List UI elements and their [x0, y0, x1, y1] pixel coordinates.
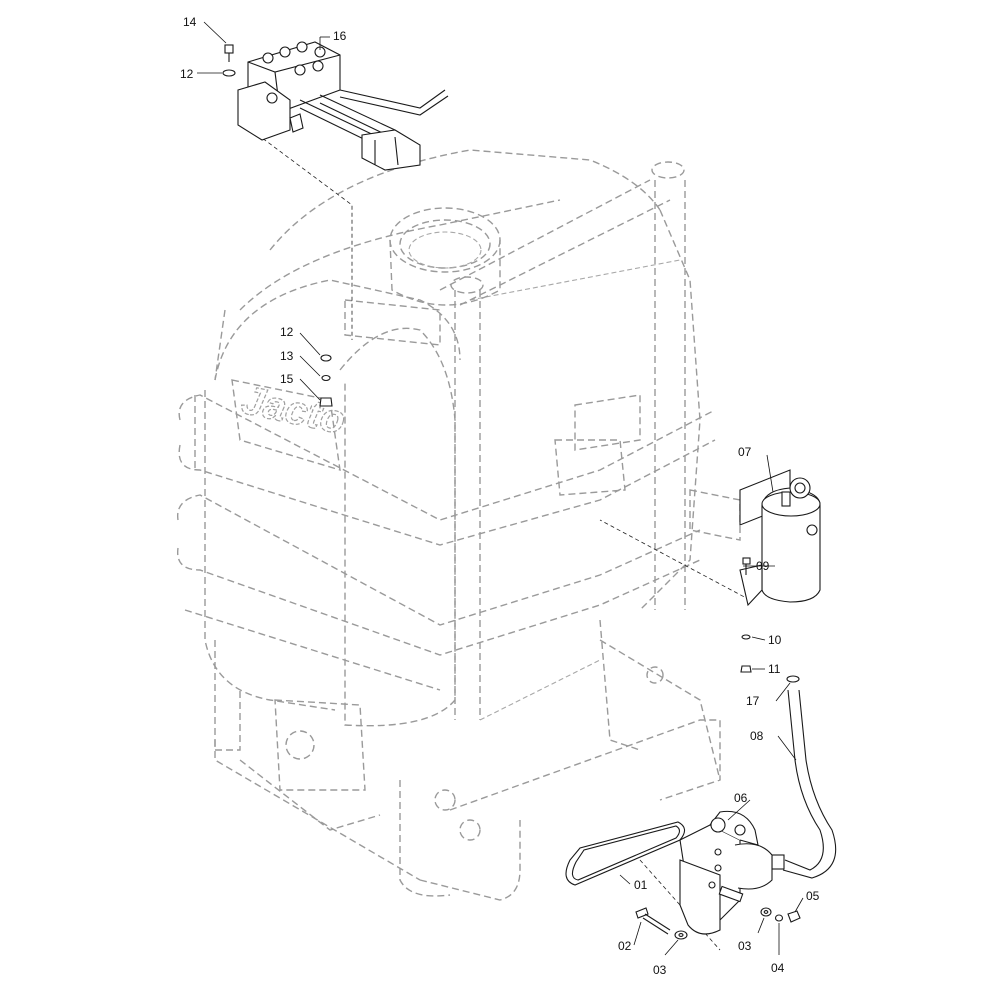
- reservoir-part-07[interactable]: [739, 469, 821, 607]
- callout-01: 01: [634, 878, 648, 892]
- callout-labels: 14 12 16 12 13 15 07 09 10 11 17 08 06 0…: [180, 15, 820, 977]
- callout-16: 16: [333, 29, 347, 43]
- nut-part-11[interactable]: [740, 665, 752, 673]
- callout-07: 07: [738, 445, 752, 459]
- callout-10: 10: [768, 633, 782, 647]
- callout-12-mid: 12: [280, 325, 294, 339]
- callout-04: 04: [771, 961, 785, 975]
- callout-13: 13: [280, 349, 294, 363]
- callout-09: 09: [756, 559, 770, 573]
- callout-leaders: [197, 21, 804, 956]
- washer-part-03-left[interactable]: [674, 930, 688, 940]
- callout-12-top: 12: [180, 67, 194, 81]
- brand-logo: Jacto: [238, 378, 349, 443]
- bolt-part-14[interactable]: [224, 44, 234, 62]
- callout-06: 06: [734, 791, 748, 805]
- callout-11: 11: [768, 662, 781, 676]
- lock-washer-part-04[interactable]: [774, 914, 784, 922]
- callout-15: 15: [280, 372, 294, 386]
- clamp-part-17[interactable]: [786, 675, 800, 683]
- washer-part-12-mid[interactable]: [320, 354, 332, 362]
- washer-part-12-top[interactable]: [222, 69, 236, 77]
- callout-05: 05: [806, 889, 820, 903]
- motor-part-06[interactable]: [679, 810, 773, 935]
- callout-03-right: 03: [738, 939, 752, 953]
- callout-08: 08: [750, 729, 764, 743]
- bolt-part-02[interactable]: [635, 907, 671, 935]
- callout-14: 14: [183, 15, 197, 29]
- belt-part-01[interactable]: [565, 821, 686, 886]
- mounting-leaders: [237, 95, 751, 951]
- callout-03-left: 03: [653, 963, 667, 977]
- hose-part-08[interactable]: [771, 689, 837, 879]
- nut-part-05[interactable]: [787, 910, 801, 923]
- lock-washer-part-13[interactable]: [321, 374, 331, 382]
- frame-rails-ghost: [176, 161, 741, 901]
- callout-17: 17: [746, 694, 760, 708]
- washer-part-10[interactable]: [741, 634, 751, 640]
- sprayer-tank-ghost: Jacto: [204, 149, 701, 751]
- valve-assembly-part-16[interactable]: [237, 41, 449, 171]
- nut-part-15[interactable]: [319, 397, 333, 407]
- callout-02: 02: [618, 939, 632, 953]
- washer-part-03-right[interactable]: [760, 907, 772, 917]
